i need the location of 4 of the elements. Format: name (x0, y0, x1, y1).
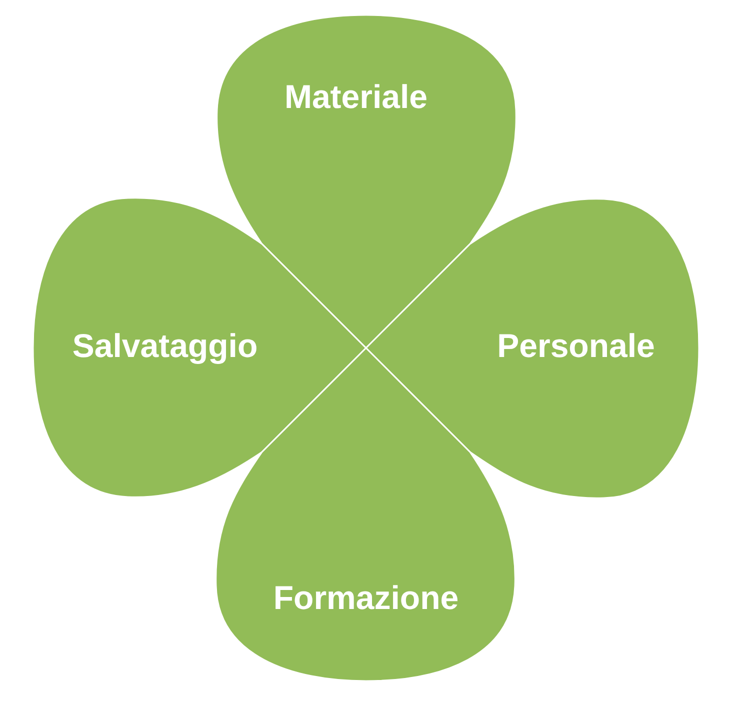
leaf-label: Formazione (273, 579, 459, 617)
leaf-label: Salvataggio (72, 327, 258, 365)
leaf-label: Materiale (284, 78, 428, 116)
leaf-label: Personale (497, 327, 655, 365)
